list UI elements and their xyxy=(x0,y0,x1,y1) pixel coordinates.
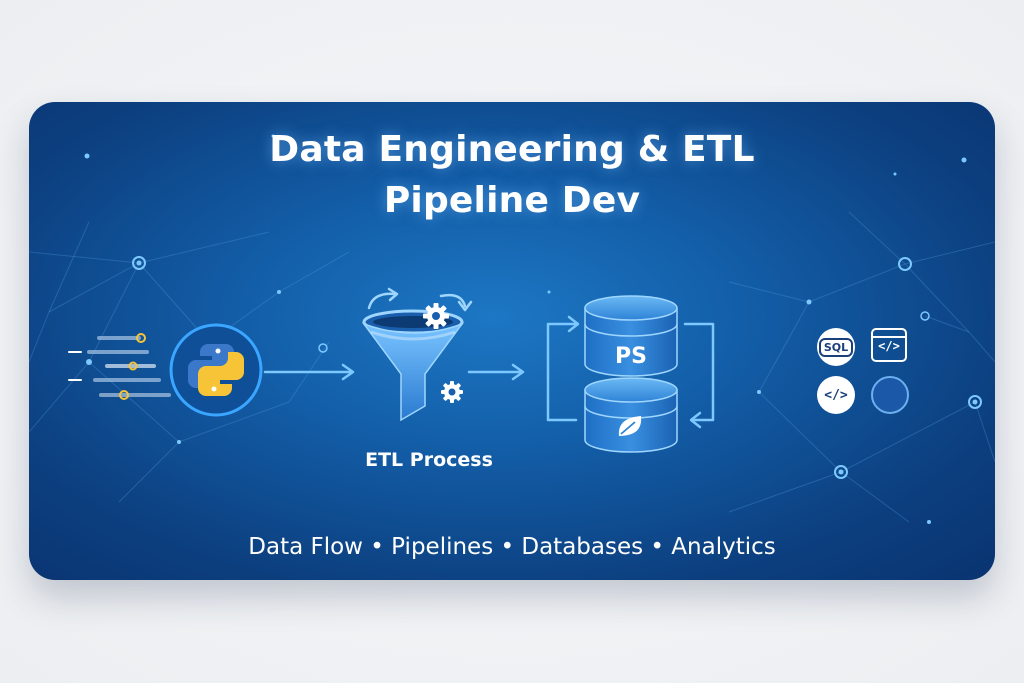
banner-card: PS Data Engineering & ETL Pipeline Dev E… xyxy=(29,102,995,580)
leaf-icon xyxy=(618,416,642,436)
sync-brackets xyxy=(546,315,715,429)
browser-code-icon: </> xyxy=(871,328,907,362)
database-label: PS xyxy=(615,344,647,369)
tagline: Data Flow • Pipelines • Databases • Anal… xyxy=(248,534,776,560)
python-source-node xyxy=(168,322,264,418)
sql-icon: SQL xyxy=(817,328,855,366)
code-icon-label: </> xyxy=(824,387,848,403)
browser-code-label: </> xyxy=(878,339,900,353)
database-stack-icon xyxy=(584,295,678,453)
python-logo-icon xyxy=(188,344,244,396)
etl-process-label: ETL Process xyxy=(365,449,493,471)
funnel-gears-icon xyxy=(361,287,473,422)
title-line-2: Pipeline Dev xyxy=(383,180,641,221)
network-nodes xyxy=(84,134,982,524)
right-network-lines xyxy=(728,211,995,523)
code-icon: </> xyxy=(817,376,855,414)
speed-lines xyxy=(68,333,171,400)
sql-icon-label: SQL xyxy=(818,337,854,357)
flow-arrows xyxy=(263,363,525,381)
browser-bar xyxy=(873,330,905,338)
python-tile-icon xyxy=(871,376,909,414)
title-line-1: Data Engineering & ETL xyxy=(269,129,755,170)
